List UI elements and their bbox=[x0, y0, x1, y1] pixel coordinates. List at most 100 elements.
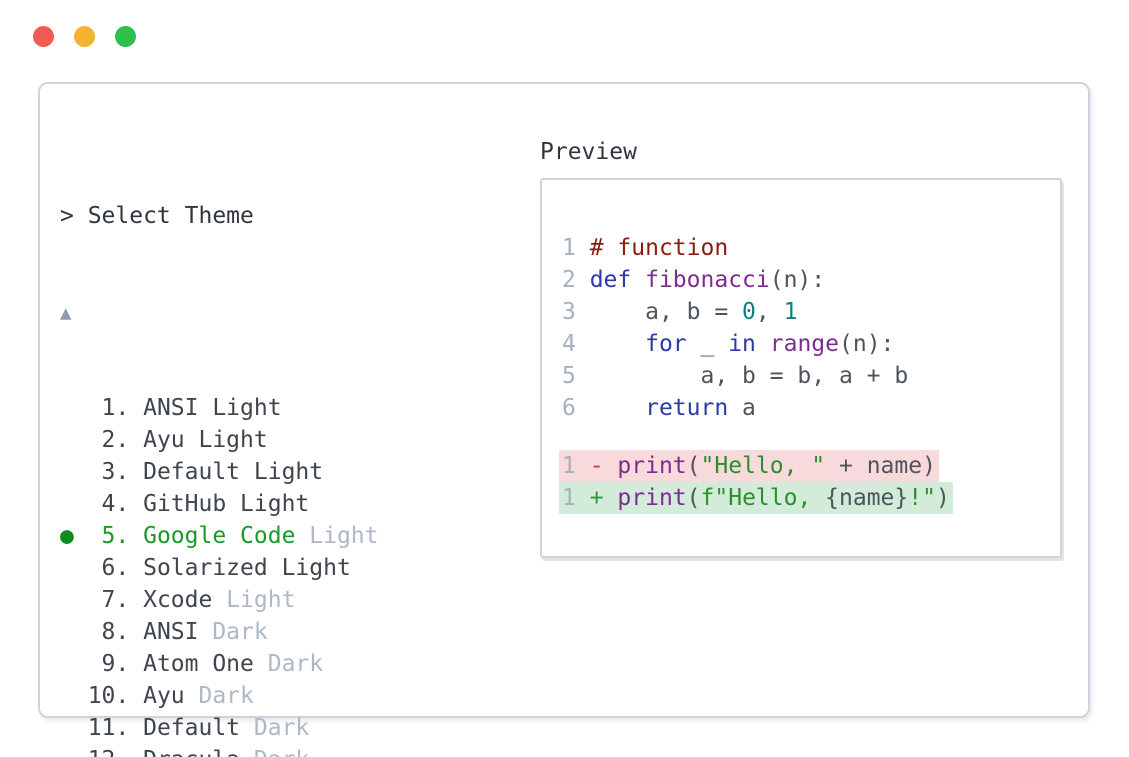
theme-number: 5. bbox=[87, 523, 144, 549]
code-token: a, b = bbox=[589, 299, 743, 325]
code-token: def bbox=[589, 267, 632, 293]
indent bbox=[60, 459, 88, 485]
indent bbox=[60, 555, 88, 581]
theme-number: 7. bbox=[87, 587, 144, 613]
scroll-up-arrow[interactable]: ▲ bbox=[60, 302, 72, 324]
theme-list-item[interactable]: 6. Solarized Light bbox=[60, 552, 877, 584]
scroll-up-row: ▲ bbox=[60, 296, 877, 328]
theme-name: GitHub bbox=[143, 491, 227, 517]
indent bbox=[60, 651, 88, 677]
theme-list-item[interactable]: 12. Dracula Dark bbox=[60, 744, 877, 757]
theme-variant: Dark bbox=[240, 747, 309, 757]
code-token: return bbox=[645, 395, 729, 421]
code-token: a bbox=[728, 395, 756, 421]
code-token bbox=[590, 331, 645, 357]
code-preview: 1 # function 2 def fibonacci(n): 3 a, b = … bbox=[542, 180, 1060, 514]
code-token bbox=[631, 267, 645, 293]
theme-list-item[interactable]: 8. ANSI Dark bbox=[60, 616, 877, 648]
line-number: 4 bbox=[562, 331, 590, 357]
theme-list-item[interactable]: 2. Ayu Light bbox=[60, 424, 877, 456]
theme-number: 9. bbox=[87, 651, 144, 677]
preview-box: 1 # function 2 def fibonacci(n): 3 a, b = … bbox=[540, 178, 1062, 558]
code-token: + bbox=[589, 485, 604, 511]
code-token: ( bbox=[686, 453, 701, 479]
theme-list-item[interactable]: 3. Default Light bbox=[60, 456, 877, 488]
theme-number: 6. bbox=[87, 555, 144, 581]
theme-variant: Light bbox=[240, 459, 324, 485]
code-token: "Hello, " bbox=[700, 453, 826, 479]
indent bbox=[60, 747, 88, 757]
theme-name: Ayu bbox=[143, 427, 185, 453]
theme-name: Dracula bbox=[143, 747, 240, 757]
theme-name: Atom One bbox=[143, 651, 254, 677]
indent bbox=[60, 587, 88, 613]
theme-list-item[interactable]: 1. ANSI Light bbox=[60, 392, 877, 424]
theme-name: Solarized bbox=[143, 555, 268, 581]
theme-selector: > Select Theme ▲ 1. ANSI Light 2. Ayu Li… bbox=[60, 136, 877, 757]
line-number: 1 bbox=[562, 485, 590, 511]
line-number: 3 bbox=[562, 299, 590, 325]
theme-selector-panel: > Select Theme ▲ 1. ANSI Light 2. Ayu Li… bbox=[38, 82, 1090, 757]
code-token: (n): bbox=[839, 331, 895, 357]
indent bbox=[60, 395, 88, 421]
theme-variant: Dark bbox=[184, 683, 254, 709]
close-window-button[interactable] bbox=[33, 26, 54, 47]
diff-added-highlight: 1 + print(f"Hello, {name}!") bbox=[559, 482, 953, 514]
indent bbox=[60, 491, 88, 517]
preview-heading: Preview bbox=[540, 139, 637, 165]
theme-name: Ayu bbox=[143, 683, 185, 709]
code-line: 2 def fibonacci(n): bbox=[562, 264, 1060, 296]
theme-list-item[interactable]: 7. Xcode Light bbox=[60, 584, 877, 616]
theme-list-item[interactable]: 10. Ayu Dark bbox=[60, 680, 877, 712]
theme-list-item[interactable]: 9. Atom One Dark bbox=[60, 648, 877, 680]
theme-number: 2. bbox=[87, 427, 144, 453]
theme-variant: Dark bbox=[253, 651, 324, 677]
minimize-window-button[interactable] bbox=[74, 26, 95, 47]
code-token bbox=[756, 331, 770, 357]
theme-number: 10. bbox=[87, 683, 144, 709]
theme-list-item[interactable]: 11. Default Dark bbox=[60, 712, 877, 744]
code-gap bbox=[562, 424, 1060, 450]
code-token: print bbox=[617, 485, 687, 511]
theme-name: Default bbox=[143, 459, 241, 485]
theme-list: 1. ANSI Light 2. Ayu Light 3. Default Li… bbox=[60, 392, 877, 757]
theme-variant: Light bbox=[198, 395, 282, 421]
theme-name: ANSI bbox=[143, 395, 199, 421]
theme-variant: Light bbox=[184, 427, 268, 453]
zoom-window-button[interactable] bbox=[115, 26, 136, 47]
theme-number: 11. bbox=[87, 715, 144, 741]
theme-variant: Light bbox=[295, 523, 379, 549]
code-token bbox=[590, 395, 645, 421]
code-token: 1 bbox=[783, 299, 798, 325]
code-token: !" bbox=[908, 485, 936, 511]
theme-list-item[interactable]: 4. GitHub Light bbox=[60, 488, 877, 520]
line-number: 5 bbox=[562, 363, 590, 389]
code-token bbox=[604, 453, 618, 479]
code-token: + name) bbox=[825, 453, 936, 479]
code-token: 0 bbox=[742, 299, 756, 325]
theme-name: Google Code bbox=[143, 523, 296, 549]
diff-removed-highlight: 1 - print("Hello, " + name) bbox=[559, 450, 939, 482]
theme-list-item[interactable]: ● 5. Google Code Light bbox=[60, 520, 877, 552]
theme-variant: Dark bbox=[198, 619, 268, 645]
indent bbox=[60, 683, 88, 709]
code-token: _ bbox=[686, 331, 729, 357]
code-token: ( bbox=[686, 485, 701, 511]
indent bbox=[60, 619, 88, 645]
code-token: # function bbox=[589, 235, 729, 261]
indent bbox=[60, 427, 88, 453]
code-token: , bbox=[755, 299, 784, 325]
selected-indicator: ● bbox=[60, 523, 88, 549]
prompt-line: > Select Theme bbox=[60, 203, 254, 229]
code-line: 1 + print(f"Hello, {name}!") bbox=[559, 482, 1060, 514]
theme-variant: Light bbox=[267, 555, 351, 581]
code-line: 5 a, b = b, a + b bbox=[562, 360, 1060, 392]
code-token: in bbox=[728, 331, 756, 357]
code-token: (n): bbox=[769, 267, 826, 293]
code-token: a, b = b, a + b bbox=[589, 363, 909, 389]
line-number: 1 bbox=[562, 453, 590, 479]
theme-name: Xcode bbox=[143, 587, 213, 613]
theme-variant: Light bbox=[212, 587, 296, 613]
code-token: range bbox=[769, 331, 839, 357]
